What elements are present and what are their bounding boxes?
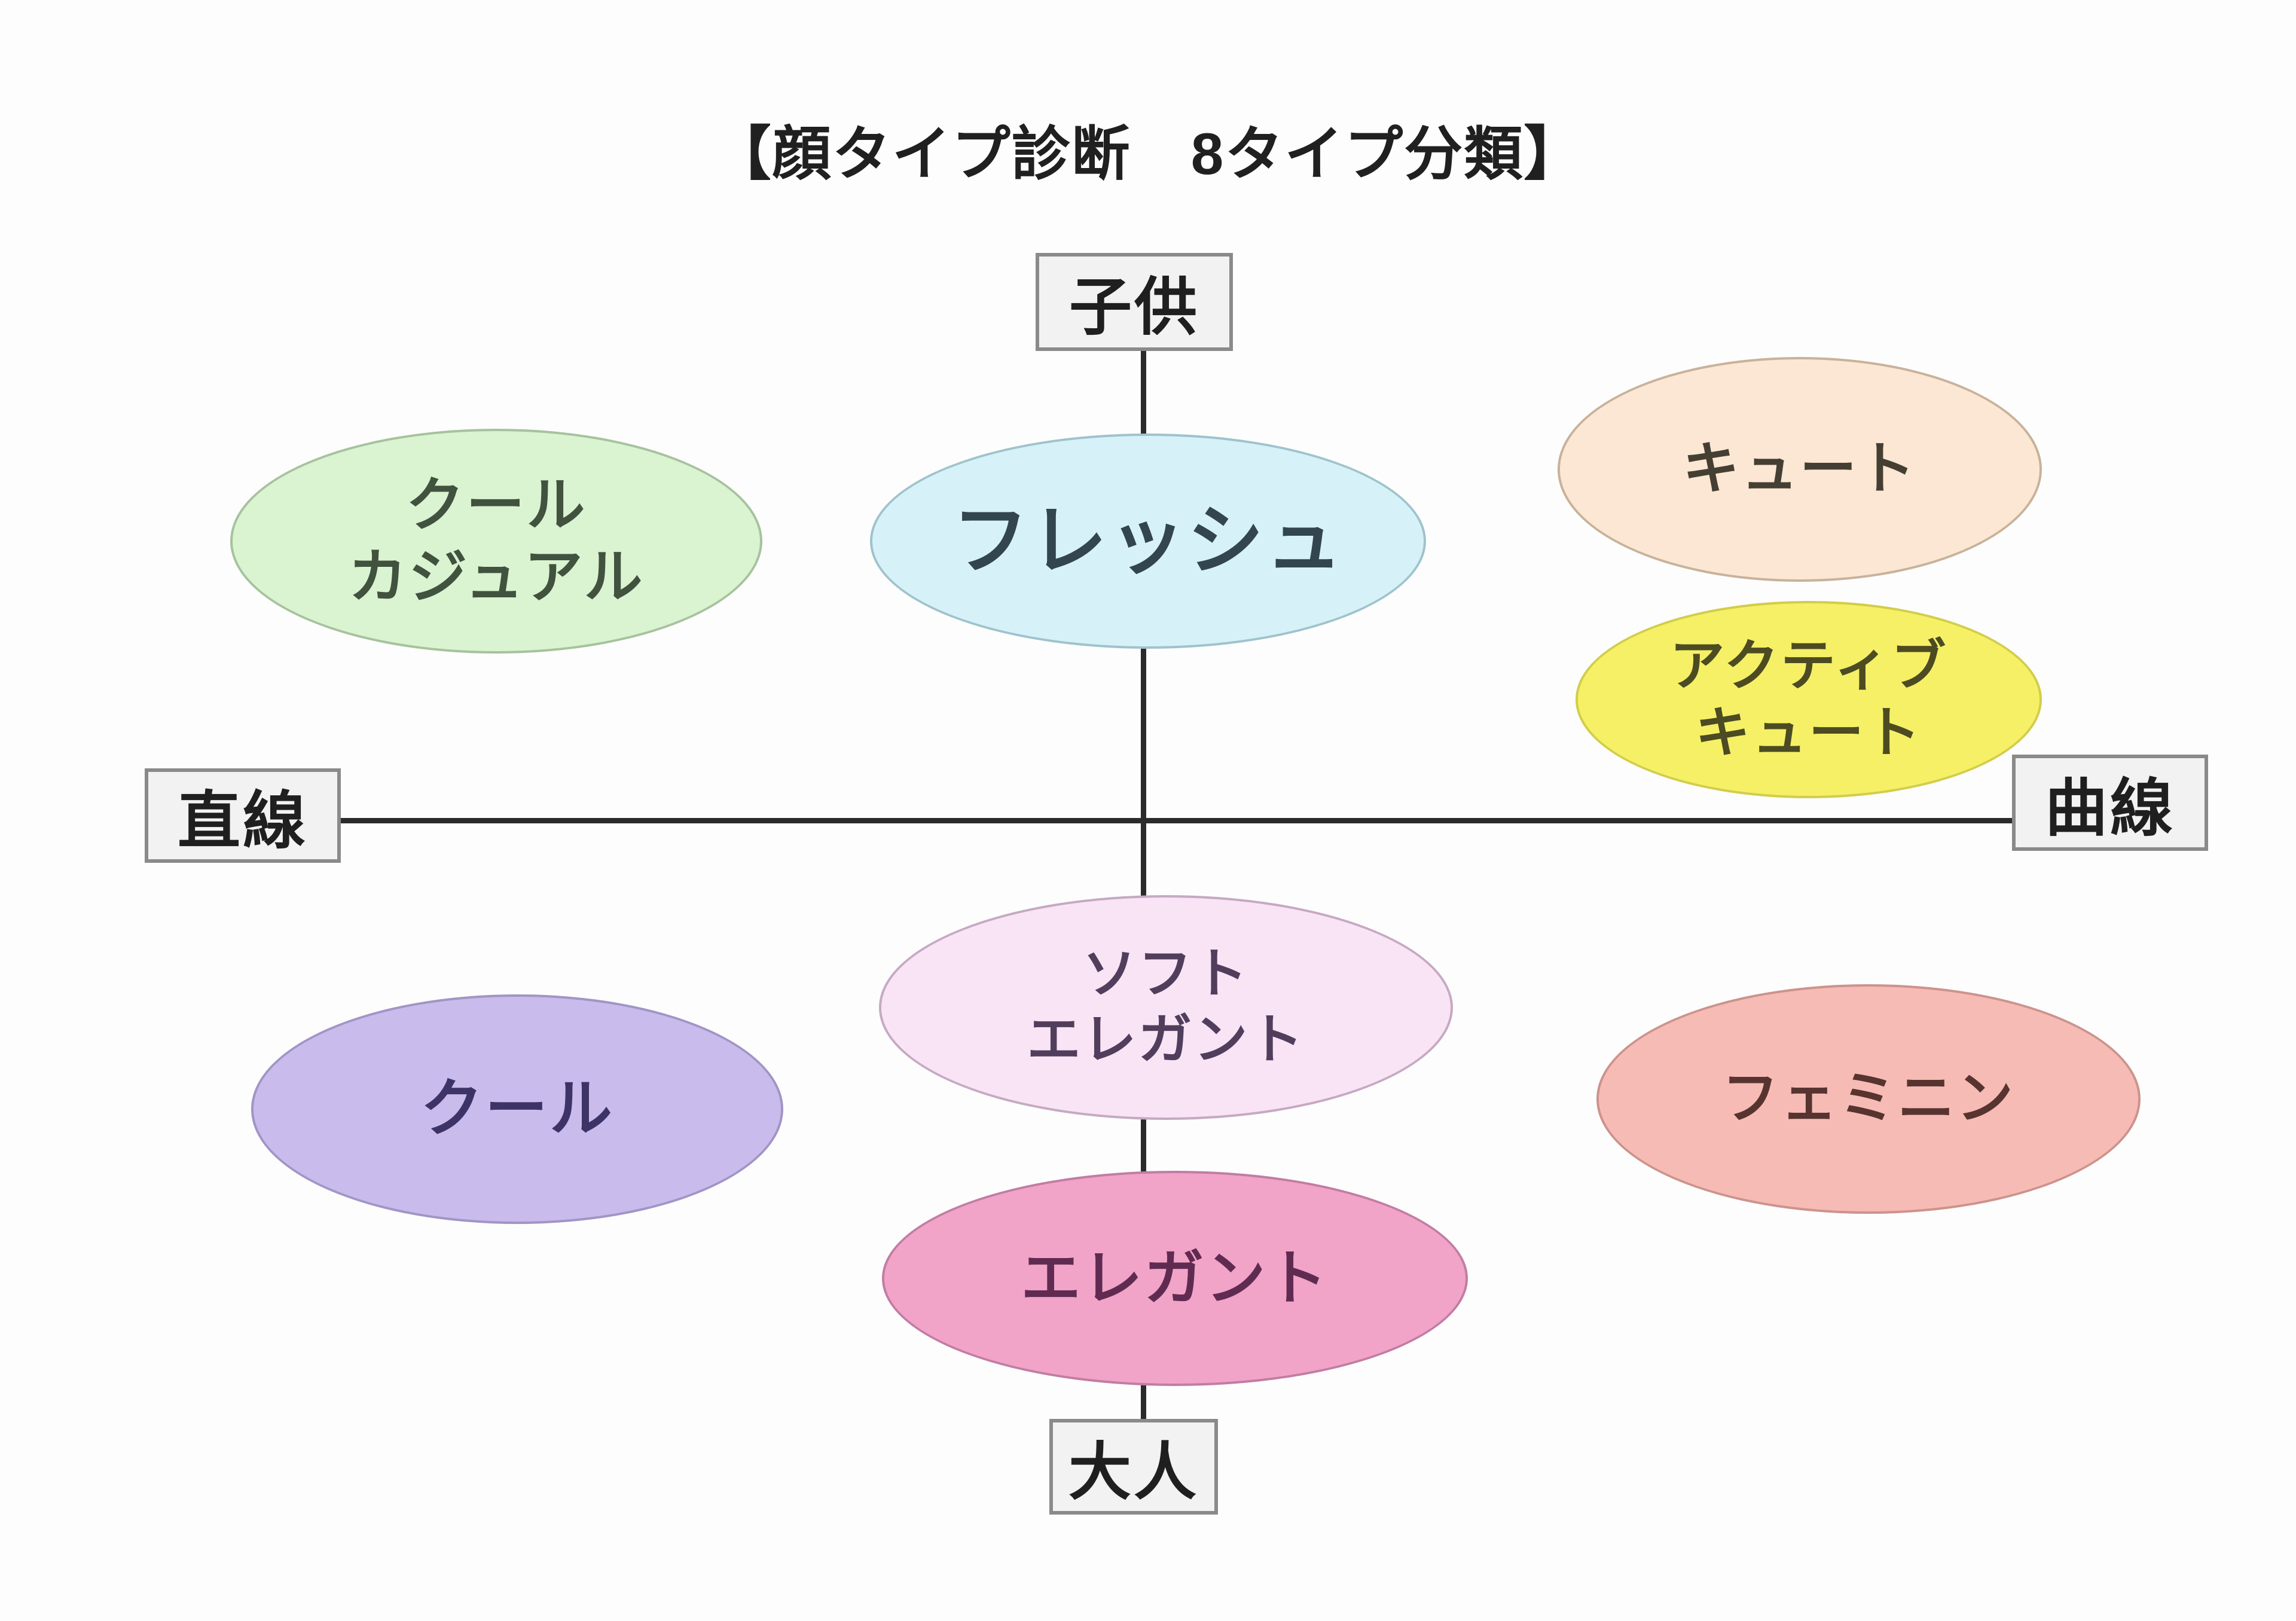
- axis-label-adult: 大人: [1068, 1437, 1199, 1507]
- ellipse-cute-label: キュート: [1682, 437, 1917, 501]
- axis-label-curve: 曲線: [2044, 773, 2175, 844]
- ellipse-fresh: フレッシュ: [870, 434, 1426, 649]
- axis-label-child: 子供: [1068, 273, 1199, 343]
- axis-label-child-box: 子供: [1036, 253, 1233, 351]
- ellipse-active-cute: アクティブ キュート: [1576, 601, 2042, 798]
- ellipse-cute: キュート: [1558, 357, 2042, 582]
- ellipse-elegant-label: エレガント: [1021, 1245, 1329, 1312]
- axis-label-curve-box: 曲線: [2012, 755, 2208, 851]
- ellipse-cool: クール: [251, 994, 783, 1224]
- axis-label-straight-box: 直線: [145, 768, 341, 863]
- ellipse-feminine-label: フェミニン: [1721, 1067, 2015, 1131]
- ellipse-active-cute-label: アクティブ キュート: [1669, 635, 1948, 764]
- axis-label-adult-box: 大人: [1049, 1419, 1218, 1515]
- ellipse-soft-elegant: ソフト エレガント: [879, 895, 1453, 1120]
- ellipse-feminine: フェミニン: [1596, 984, 2141, 1214]
- ellipse-cool-label: クール: [420, 1073, 614, 1144]
- axis-label-straight: 直線: [177, 786, 308, 856]
- page-title: 【顔タイプ診断 8タイプ分類】: [712, 121, 1584, 187]
- ellipse-cool-casual: クール カジュアル: [230, 429, 762, 654]
- ellipse-soft-elegant-label: ソフト エレガント: [1027, 944, 1305, 1070]
- horizontal-axis-line: [341, 818, 2012, 823]
- ellipse-cool-casual-label: クール カジュアル: [348, 472, 645, 609]
- ellipse-elegant: エレガント: [882, 1171, 1468, 1386]
- ellipse-fresh-label: フレッシュ: [952, 497, 1344, 584]
- vertical-axis-line: [1141, 351, 1146, 1419]
